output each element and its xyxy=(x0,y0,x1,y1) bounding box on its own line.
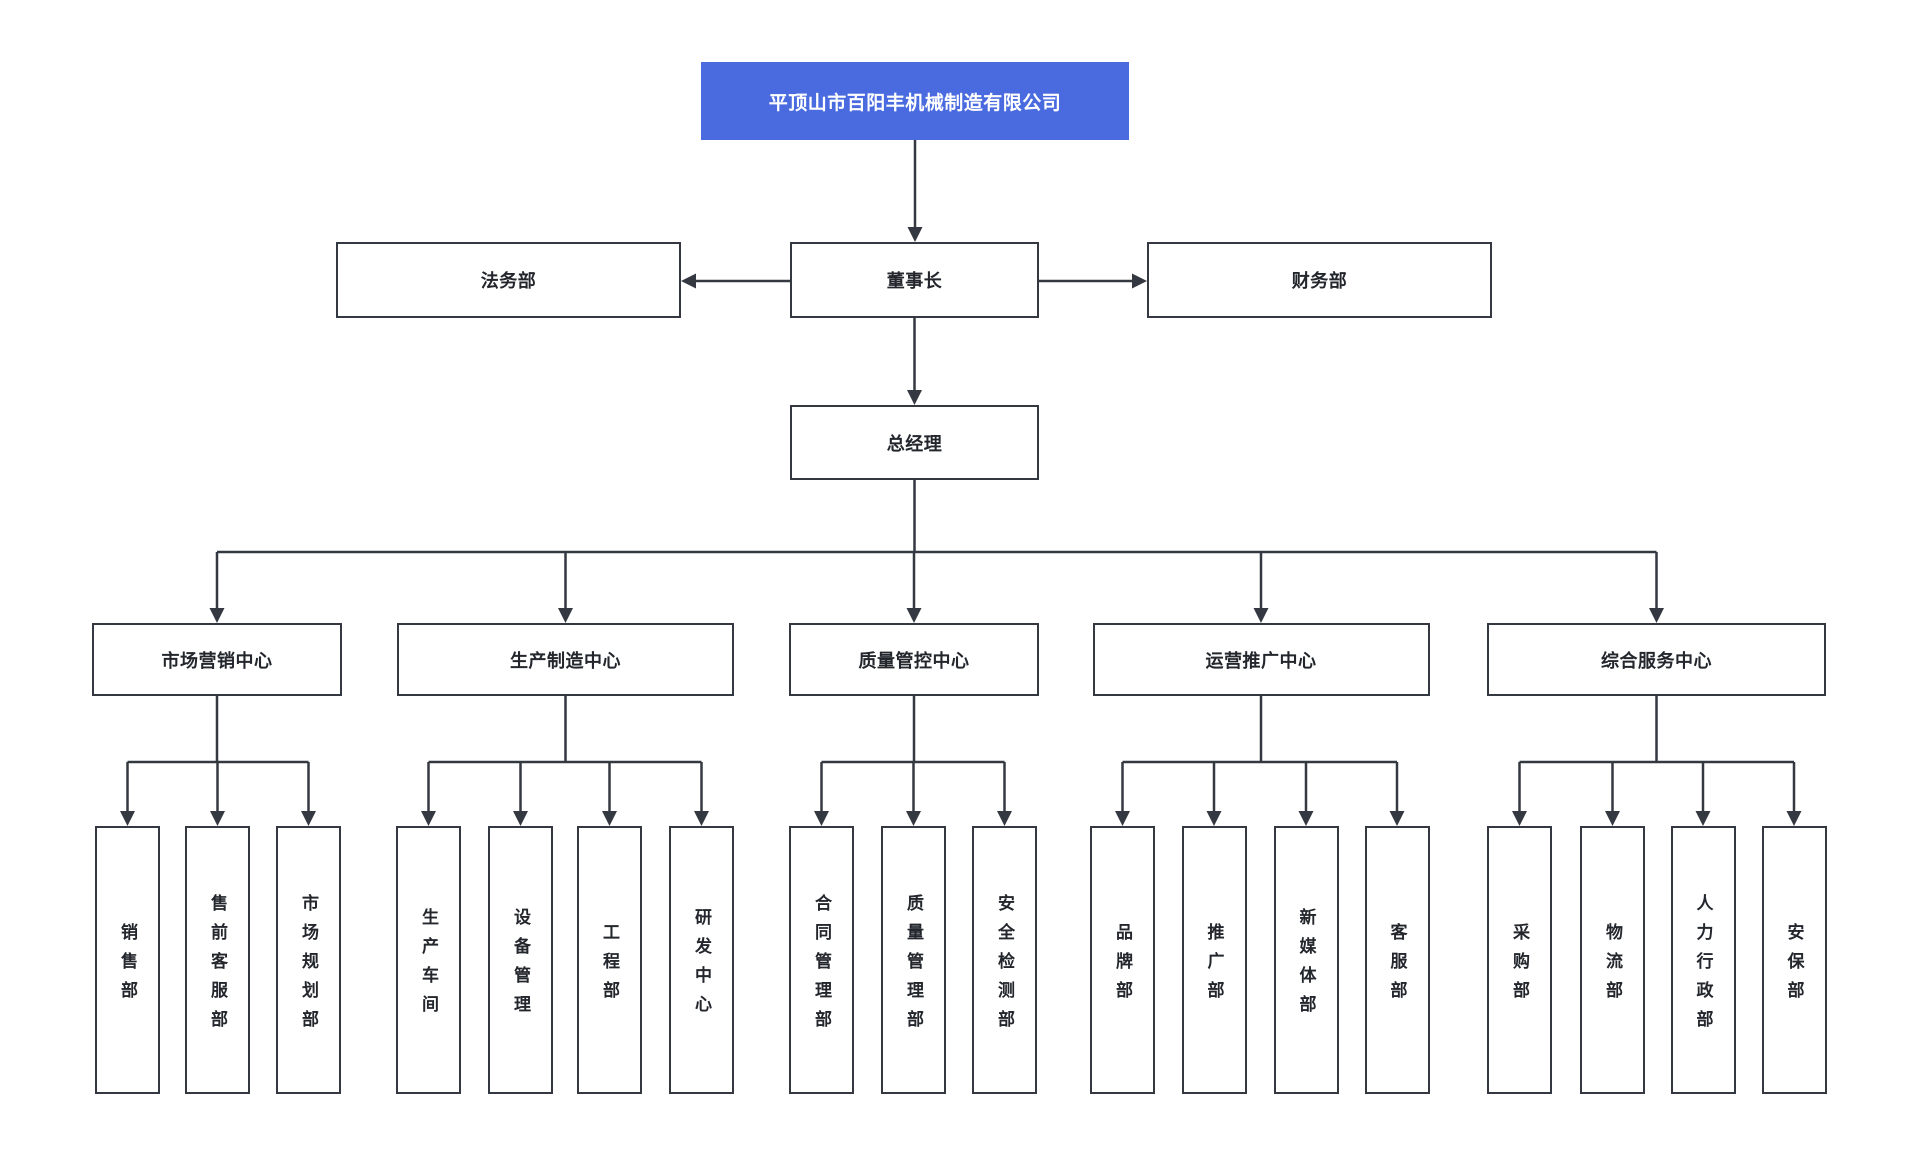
sales-dept-node[interactable]: 销售部 xyxy=(95,826,160,1094)
logistics-dept-label: 物流部 xyxy=(1603,922,1622,1010)
brand-dept-label: 品牌部 xyxy=(1113,922,1132,1010)
general-manager-node[interactable]: 总经理 xyxy=(790,405,1039,480)
marketing-center-label: 市场营销中心 xyxy=(161,650,273,671)
procurement-dept-node[interactable]: 采购部 xyxy=(1487,826,1552,1094)
new-media-dept-node[interactable]: 新媒体部 xyxy=(1273,826,1339,1094)
connector-operations-bus xyxy=(1122,696,1397,764)
finance-dept-node[interactable]: 财务部 xyxy=(1147,242,1492,318)
equipment-management-node[interactable]: 设备管理 xyxy=(488,826,553,1094)
hr-admin-dept-label: 人力行政部 xyxy=(1693,893,1713,1039)
promotion-dept-label: 推广部 xyxy=(1204,922,1224,1010)
general-manager-label: 总经理 xyxy=(886,433,943,454)
contract-management-dept-node[interactable]: 合同管理部 xyxy=(789,826,854,1094)
hr-admin-dept-node[interactable]: 人力行政部 xyxy=(1670,826,1736,1094)
presales-service-dept-label: 售前客服部 xyxy=(208,893,227,1039)
production-workshop-node[interactable]: 生产车间 xyxy=(396,826,461,1094)
promotion-dept-node[interactable]: 推广部 xyxy=(1181,826,1247,1094)
connector-services-bus xyxy=(1519,696,1794,764)
customer-service-dept-node[interactable]: 客服部 xyxy=(1364,826,1430,1094)
safety-inspection-dept-label: 安全检测部 xyxy=(995,893,1014,1039)
connector-quality-bus xyxy=(821,696,1005,764)
equipment-management-label: 设备管理 xyxy=(511,908,530,1024)
production-center-node[interactable]: 生产制造中心 xyxy=(397,623,734,696)
customer-service-dept-label: 客服部 xyxy=(1387,922,1407,1010)
chairman-node[interactable]: 董事长 xyxy=(790,242,1039,318)
security-dept-label: 安保部 xyxy=(1784,922,1804,1010)
services-center-label: 综合服务中心 xyxy=(1601,650,1712,671)
quality-management-dept-label: 质量管理部 xyxy=(904,893,923,1039)
engineering-dept-node[interactable]: 工程部 xyxy=(577,826,642,1094)
operations-center-node[interactable]: 运营推广中心 xyxy=(1092,623,1430,696)
quality-management-dept-node[interactable]: 质量管理部 xyxy=(881,826,946,1094)
presales-service-dept-node[interactable]: 售前客服部 xyxy=(185,826,250,1094)
legal-dept-node[interactable]: 法务部 xyxy=(336,242,681,318)
new-media-dept-label: 新媒体部 xyxy=(1296,908,1316,1024)
operations-center-label: 运营推广中心 xyxy=(1205,650,1317,671)
production-center-label: 生产制造中心 xyxy=(510,650,621,671)
rd-center-label: 研发中心 xyxy=(692,908,711,1024)
connector-gm-bus xyxy=(217,480,1657,554)
company-root-node[interactable]: 平顶山市百阳丰机械制造有限公司 xyxy=(701,62,1129,140)
logistics-dept-node[interactable]: 物流部 xyxy=(1580,826,1645,1094)
connector-production-bus xyxy=(428,696,702,764)
legal-dept-label: 法务部 xyxy=(480,271,537,291)
chairman-label: 董事长 xyxy=(886,271,943,291)
engineering-dept-label: 工程部 xyxy=(600,922,619,1010)
safety-inspection-dept-node[interactable]: 安全检测部 xyxy=(972,826,1037,1094)
company-name-label: 平顶山市百阳丰机械制造有限公司 xyxy=(768,92,1062,114)
security-dept-node[interactable]: 安保部 xyxy=(1761,826,1827,1094)
brand-dept-node[interactable]: 品牌部 xyxy=(1090,826,1155,1094)
finance-dept-label: 财务部 xyxy=(1291,271,1348,291)
rd-center-node[interactable]: 研发中心 xyxy=(669,826,734,1094)
services-center-node[interactable]: 综合服务中心 xyxy=(1487,623,1826,696)
quality-center-label: 质量管控中心 xyxy=(858,650,970,671)
connector-marketing-bus xyxy=(127,696,309,764)
procurement-dept-label: 采购部 xyxy=(1510,922,1529,1010)
quality-center-node[interactable]: 质量管控中心 xyxy=(789,623,1039,696)
marketing-center-node[interactable]: 市场营销中心 xyxy=(92,623,342,696)
production-workshop-label: 生产车间 xyxy=(419,908,438,1024)
contract-management-dept-label: 合同管理部 xyxy=(812,893,831,1039)
sales-dept-label: 销售部 xyxy=(118,922,137,1010)
market-planning-dept-node[interactable]: 市场规划部 xyxy=(276,826,341,1094)
market-planning-dept-label: 市场规划部 xyxy=(299,893,318,1039)
